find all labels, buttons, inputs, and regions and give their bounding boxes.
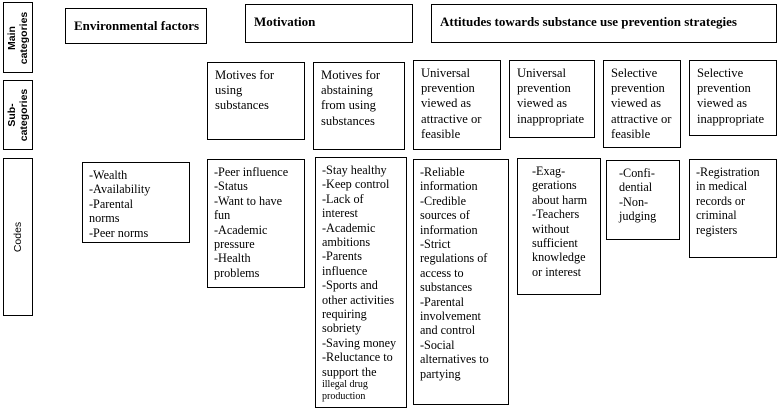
subcategory-universal-attractive: Universal prevention viewed as attractiv… (413, 60, 501, 150)
code-item: -Saving money (322, 335, 397, 350)
code-item: -Credible sources of information (420, 193, 478, 237)
subcategory-motives-abstaining-label: Motives for abstaining from using substa… (321, 68, 381, 128)
code-item: -Teachers without sufficient knowledge o… (532, 207, 586, 279)
code-item: -Stay healthy (322, 163, 387, 177)
codes-motives-using: -Peer influence -Status -Want to have fu… (207, 159, 305, 288)
subcategory-selective-attractive-label: Selective prevention viewed as attractiv… (611, 66, 672, 141)
row-label-sub-line1: Sub- (6, 103, 18, 127)
code-item: -Peer norms (89, 225, 149, 240)
code-item: -Lack of interest (322, 191, 364, 221)
row-label-main-line2: categories (18, 11, 30, 64)
code-item: -Peer influence (214, 165, 289, 179)
code-item: -Sports and other activities requiring s… (322, 278, 395, 336)
code-item: -Parents influence (322, 249, 368, 278)
codes-selective-inappropriate: -Registration in medical records or crim… (689, 159, 777, 258)
code-item: -Confi- dential (619, 166, 655, 195)
subcategory-motives-abstaining: Motives for abstaining from using substa… (313, 62, 405, 150)
codes-motives-abstaining: -Stay healthy -Keep control -Lack of int… (315, 157, 407, 408)
subcategory-selective-inappropriate-label: Selective prevention viewed as inappropr… (697, 66, 765, 126)
code-item: -Health problems (214, 251, 260, 280)
code-item: -Registration in medical records or crim… (696, 165, 760, 237)
row-label-main-line1: Main (6, 25, 18, 50)
row-label-codes: Codes (3, 158, 33, 316)
subcategory-universal-inappropriate: Universal prevention viewed as inappropr… (509, 60, 595, 138)
code-item: -Availability (89, 182, 151, 197)
code-item-small: illegal drug production (322, 379, 368, 403)
code-item: -Parental norms (89, 196, 133, 226)
main-category-environmental-label: Environmental factors (74, 18, 200, 33)
code-item: -Strict regulations of access to substan… (420, 237, 488, 295)
main-category-attitudes: Attitudes towards substance use preventi… (431, 4, 777, 43)
subcategory-motives-using: Motives for using substances (207, 62, 305, 140)
codes-selective-attractive: -Confi- dential -Non- judging (606, 160, 680, 240)
code-item: -Reliable information (420, 165, 478, 194)
code-item: -Academic ambitions (322, 220, 376, 250)
main-category-motivation: Motivation (245, 4, 413, 43)
code-item: -Non- judging (619, 194, 657, 224)
subcategory-selective-attractive: Selective prevention viewed as attractiv… (603, 60, 681, 148)
code-item: -Status (214, 179, 248, 194)
main-category-motivation-label: Motivation (254, 14, 316, 29)
subcategory-motives-using-label: Motives for using substances (215, 68, 275, 113)
codes-universal-attractive: -Reliable information -Credible sources … (413, 159, 509, 405)
subcategory-universal-attractive-label: Universal prevention viewed as attractiv… (421, 66, 482, 141)
code-item: -Reluctance to support the (322, 350, 393, 379)
code-item: -Wealth (89, 168, 128, 182)
codes-environmental: -Wealth -Availability -Parental norms -P… (82, 162, 190, 243)
code-item: -Parental involvement and control (420, 294, 481, 338)
subcategory-selective-inappropriate: Selective prevention viewed as inappropr… (689, 60, 777, 136)
row-label-sub-text: Sub-categories (6, 89, 30, 142)
main-category-attitudes-label: Attitudes towards substance use preventi… (440, 14, 737, 29)
code-item: -Exag- gerations about harm (532, 164, 588, 207)
code-item: -Social alternatives to partying (420, 337, 489, 381)
row-label-codes-text: Codes (12, 221, 24, 253)
row-label-sub-line2: categories (18, 88, 30, 142)
code-item: -Keep control (322, 177, 390, 192)
main-category-environmental: Environmental factors (65, 8, 207, 44)
code-item: -Academic pressure (214, 222, 268, 252)
row-label-subcategories: Sub-categories (3, 80, 33, 150)
codes-universal-inappropriate: -Exag- gerations about harm -Teachers wi… (517, 158, 601, 295)
code-item: -Want to have fun (214, 193, 283, 223)
subcategory-universal-inappropriate-label: Universal prevention viewed as inappropr… (517, 66, 585, 126)
